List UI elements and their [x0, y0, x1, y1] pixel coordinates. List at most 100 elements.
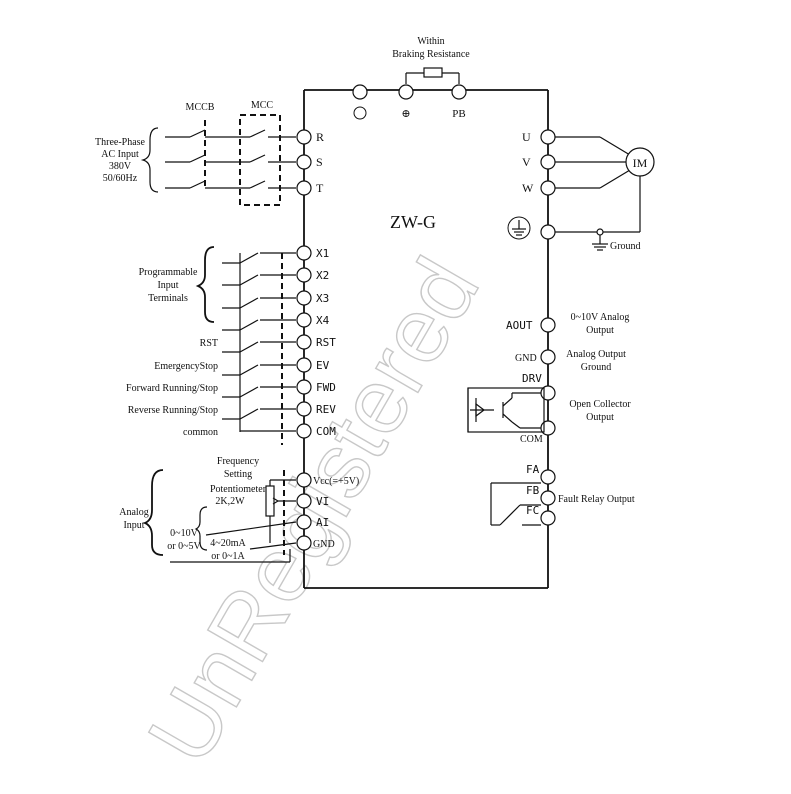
- phase-s-wire: [165, 154, 296, 163]
- voltage-label-2: or 0~5V: [167, 541, 201, 552]
- inputs-brace: [195, 246, 215, 323]
- aout-desc-2: Output: [586, 325, 614, 336]
- input-row-terminal-label: FWD: [316, 381, 336, 394]
- terminal-vcc[interactable]: [296, 472, 312, 488]
- terminal-vi[interactable]: [296, 493, 312, 509]
- terminal-v-label: V: [522, 155, 531, 169]
- terminal-com[interactable]: [296, 423, 312, 439]
- input-row: common COM: [183, 423, 336, 439]
- input-row-terminal-label: COM: [316, 425, 336, 438]
- current-label-1: 4~20mA: [210, 538, 246, 549]
- input-row: Forward Running/Stop FWD: [126, 379, 336, 398]
- voltage-label-1: 0~10V: [170, 528, 198, 539]
- analog-small-brace: [194, 506, 208, 551]
- terminal-earth[interactable]: [540, 224, 556, 240]
- terminal-x3[interactable]: [296, 290, 312, 306]
- terminal-pb-label: PB: [452, 108, 465, 120]
- terminal-fb-label: FB: [526, 484, 540, 497]
- terminal-u[interactable]: [540, 129, 556, 145]
- input-row-terminal-label: X4: [316, 314, 330, 327]
- terminal-gnd[interactable]: [296, 535, 312, 551]
- analog-brace: [142, 469, 164, 556]
- terminal-vcc-label: Vcc(=+5V): [313, 476, 359, 487]
- input-row-terminal-label: X2: [316, 269, 329, 282]
- terminal-out-com[interactable]: [540, 420, 556, 436]
- terminal-ao-gnd[interactable]: [540, 349, 556, 365]
- terminal-x4[interactable]: [296, 312, 312, 328]
- terminal-u-label: U: [522, 130, 531, 144]
- input-row-terminal-label: X3: [316, 292, 329, 305]
- terminal-aout[interactable]: [540, 317, 556, 333]
- terminal-drv-label: DRV: [522, 372, 542, 385]
- braking-resistance: Within Braking Resistance: [392, 36, 470, 84]
- terminal-fb[interactable]: [540, 490, 556, 506]
- top-terminals: ⊕ PB: [352, 84, 467, 120]
- terminal-ai[interactable]: [296, 514, 312, 530]
- terminal-plus[interactable]: [398, 84, 414, 100]
- input-row-name: EmergencyStop: [154, 361, 218, 372]
- input-row: X3: [222, 290, 329, 309]
- mcc-box: [239, 114, 281, 206]
- braking-label-1: Within: [417, 36, 444, 47]
- terminal-x2[interactable]: [296, 267, 312, 283]
- terminal-r[interactable]: [296, 129, 312, 145]
- terminal-s[interactable]: [296, 154, 312, 170]
- terminal-ai-label: AI: [316, 516, 329, 529]
- terminal-pb[interactable]: [451, 84, 467, 100]
- aout-desc-1: 0~10V Analog: [571, 312, 630, 323]
- power-desc-2: AC Input: [101, 149, 139, 160]
- terminal-fwd[interactable]: [296, 379, 312, 395]
- input-row: EmergencyStop EV: [154, 357, 330, 376]
- freq-label-1: Frequency: [217, 456, 259, 467]
- input-row-name: Forward Running/Stop: [126, 383, 218, 394]
- mcc-label: MCC: [251, 100, 274, 111]
- terminal-minus[interactable]: [352, 84, 368, 100]
- terminal-t[interactable]: [296, 180, 312, 196]
- input-row-name: common: [183, 427, 218, 438]
- terminal-s-label: S: [316, 155, 323, 169]
- input-row-terminal-label: X1: [316, 247, 329, 260]
- phase-t-wire: [165, 180, 296, 189]
- terminal-rst[interactable]: [296, 334, 312, 350]
- freq-label-2: Setting: [224, 469, 252, 480]
- power-desc-4: 50/60Hz: [103, 173, 138, 184]
- analog-group-label-2: Input: [123, 520, 144, 531]
- input-row-terminal-label: REV: [316, 403, 336, 416]
- terminal-fc[interactable]: [540, 510, 556, 526]
- model-title: ZW-G: [390, 212, 436, 232]
- terminal-v[interactable]: [540, 154, 556, 170]
- terminal-aout-label: AOUT: [506, 319, 533, 332]
- terminal-plus-label: ⊕: [401, 108, 410, 120]
- analog-group-label-1: Analog: [119, 507, 148, 518]
- phase-r-wire: [165, 129, 296, 138]
- input-row: X1: [222, 245, 329, 264]
- earth-ground-icon: [507, 216, 531, 240]
- freq-label-3: Potentiometer: [210, 484, 267, 495]
- relay-contact-icon: [490, 482, 541, 526]
- terminal-w-label: W: [522, 181, 534, 195]
- terminal-ev[interactable]: [296, 357, 312, 373]
- terminal-x1[interactable]: [296, 245, 312, 261]
- optocoupler-icon: [470, 392, 541, 429]
- power-desc-1: Three-Phase: [95, 137, 146, 148]
- ground-node: [596, 228, 604, 236]
- terminal-fa[interactable]: [540, 469, 556, 485]
- terminal-rev[interactable]: [296, 401, 312, 417]
- terminal-ao-gnd-label: GND: [515, 353, 537, 364]
- input-group-label-2: Input: [157, 280, 178, 291]
- digital-inputs-section: Programmable Input Terminals X1X2X3X4RST…: [126, 245, 336, 445]
- right-outputs-section: AOUT 0~10V Analog Output GND Analog Outp…: [467, 312, 635, 526]
- power-input-section: MCCB MCC Three-Phase AC Input 380V 50/60…: [95, 100, 324, 206]
- ground-label: Ground: [610, 241, 641, 252]
- power-brace: [140, 127, 159, 193]
- gnd-desc-2: Ground: [581, 362, 612, 373]
- input-row: X2: [222, 267, 329, 286]
- terminal-w[interactable]: [540, 180, 556, 196]
- gnd-desc-1: Analog Output: [566, 349, 626, 360]
- input-row-terminal-label: EV: [316, 359, 330, 372]
- minus-circle-icon: [353, 106, 367, 120]
- terminal-fc-label: FC: [526, 504, 539, 517]
